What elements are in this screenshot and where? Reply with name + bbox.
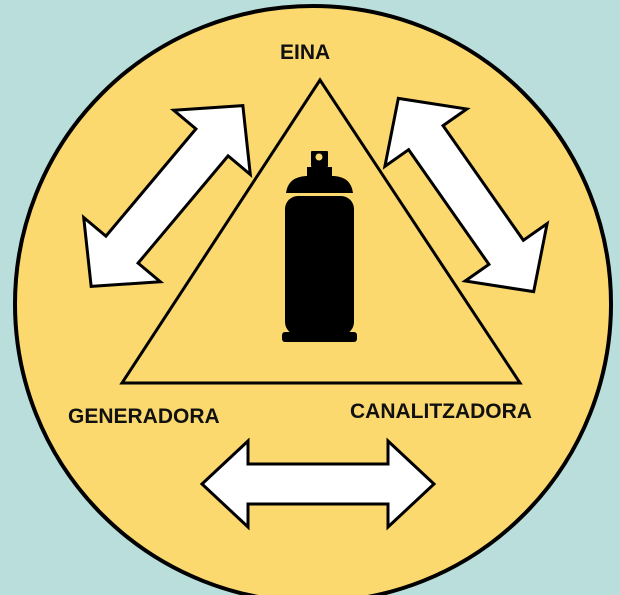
spray-can-icon [282, 151, 357, 342]
label-canalitzadora: CANALITZADORA [350, 400, 532, 423]
double-headed-arrow-icon [382, 96, 550, 294]
double-headed-arrow-icon [81, 104, 253, 288]
label-generadora: GENERADORA [68, 405, 220, 428]
double-headed-arrow-icon [199, 437, 437, 531]
label-eina: EINA [280, 41, 331, 64]
